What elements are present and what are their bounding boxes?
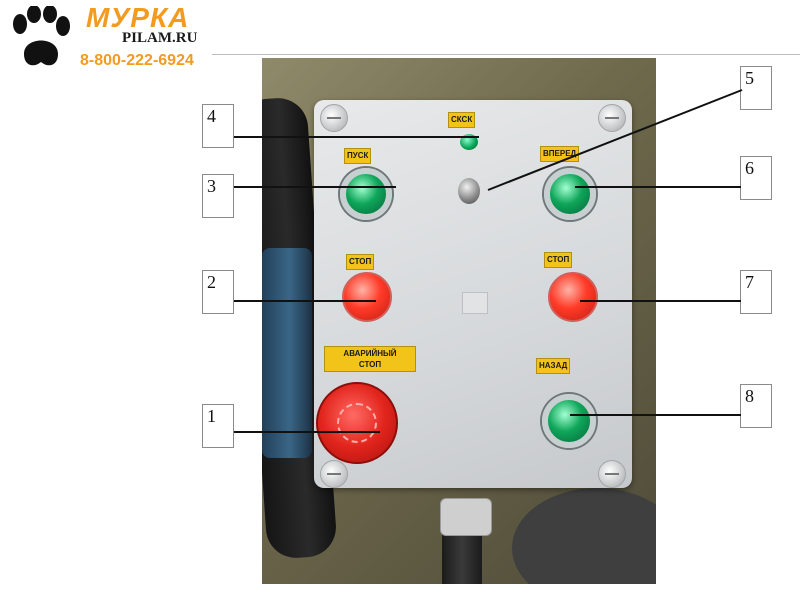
- callout-3: 3: [202, 174, 234, 218]
- screw-icon: [598, 460, 626, 488]
- emergency-stop-button[interactable]: [316, 382, 398, 464]
- blue-cable: [262, 248, 312, 458]
- stop-button-right[interactable]: [548, 272, 598, 322]
- callout-1: 1: [202, 404, 234, 448]
- label-indicator: СКСК: [448, 112, 476, 128]
- brand-phone: 8-800-222-6924: [80, 52, 194, 69]
- leader-line-8: [570, 414, 741, 416]
- callout-6: 6: [740, 156, 772, 200]
- leader-line-4: [234, 136, 479, 138]
- selector-switch[interactable]: [458, 178, 480, 204]
- control-box: СКСК ПУСК ВПЕРЕД СТОП СТОП АВАРИЙНЫЙ СТО…: [314, 100, 632, 488]
- leader-line-5: [487, 89, 743, 191]
- leader-line-6: [575, 186, 741, 188]
- label-back: НАЗАД: [536, 358, 571, 374]
- screw-icon: [598, 104, 626, 132]
- estop-ring: [337, 403, 377, 443]
- label-emergency-line1: АВАРИЙНЫЙ: [343, 349, 397, 358]
- start-button[interactable]: [340, 168, 392, 220]
- screw-icon: [320, 460, 348, 488]
- screw-icon: [320, 104, 348, 132]
- label-start: ПУСК: [344, 148, 372, 164]
- leader-line-2: [234, 300, 376, 302]
- background-object: [512, 488, 656, 584]
- brand-name: МУРКА: [86, 2, 190, 33]
- label-emergency-line2: СТОП: [358, 360, 382, 369]
- forward-button[interactable]: [544, 168, 596, 220]
- cable-gland: [440, 498, 492, 536]
- callout-2: 2: [202, 270, 234, 314]
- label-stop-right: СТОП: [544, 252, 573, 268]
- brand-domain: PILAM.RU: [122, 30, 198, 46]
- leader-line-7: [580, 300, 741, 302]
- label-emergency: АВАРИЙНЫЙ СТОП: [324, 346, 416, 372]
- center-marker: [462, 292, 488, 314]
- indicator-lamp: [460, 134, 478, 150]
- back-button[interactable]: [542, 394, 596, 448]
- callout-8: 8: [740, 384, 772, 428]
- leader-line-1: [234, 431, 380, 433]
- callout-7: 7: [740, 270, 772, 314]
- header-divider: [212, 54, 800, 55]
- callout-4: 4: [202, 104, 234, 148]
- site-logo: МУРКА PILAM.RU 8-800-222-6924: [4, 2, 204, 74]
- label-stop-left: СТОП: [346, 254, 375, 270]
- paw-icon: [13, 6, 70, 66]
- callout-5: 5: [740, 66, 772, 110]
- stop-button-left[interactable]: [342, 272, 392, 322]
- leader-line-3: [234, 186, 396, 188]
- control-panel-photo: СКСК ПУСК ВПЕРЕД СТОП СТОП АВАРИЙНЫЙ СТО…: [262, 58, 656, 584]
